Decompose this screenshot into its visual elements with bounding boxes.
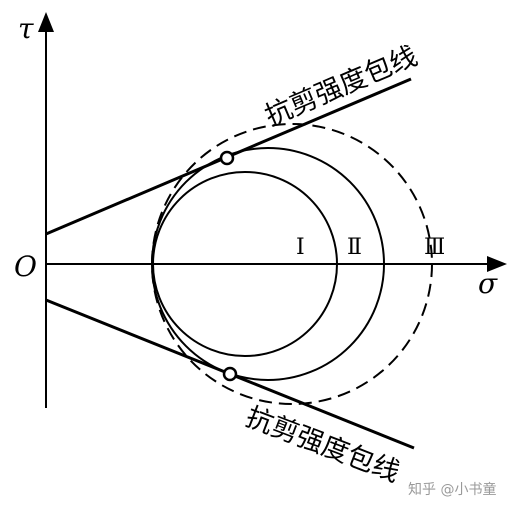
- mohr-circle-III: [151, 123, 433, 405]
- mohr-circle-II: [151, 147, 385, 381]
- lower-tangent-point: [222, 366, 238, 382]
- tau-axis-label: τ: [18, 12, 34, 45]
- circle-label-III: Ⅲ: [424, 235, 445, 260]
- circle-label-II: Ⅱ: [347, 235, 362, 260]
- watermark-text: 知乎 @小书童: [408, 481, 496, 498]
- upper-envelope-label: 抗剪强度包线: [261, 41, 422, 133]
- origin-label: O: [14, 250, 37, 283]
- circle-label-I: Ⅰ: [296, 235, 305, 260]
- upper-tangent-point: [219, 150, 235, 166]
- sigma-axis-label: σ: [478, 267, 498, 300]
- lower-envelope-label: 抗剪强度包线: [241, 402, 403, 489]
